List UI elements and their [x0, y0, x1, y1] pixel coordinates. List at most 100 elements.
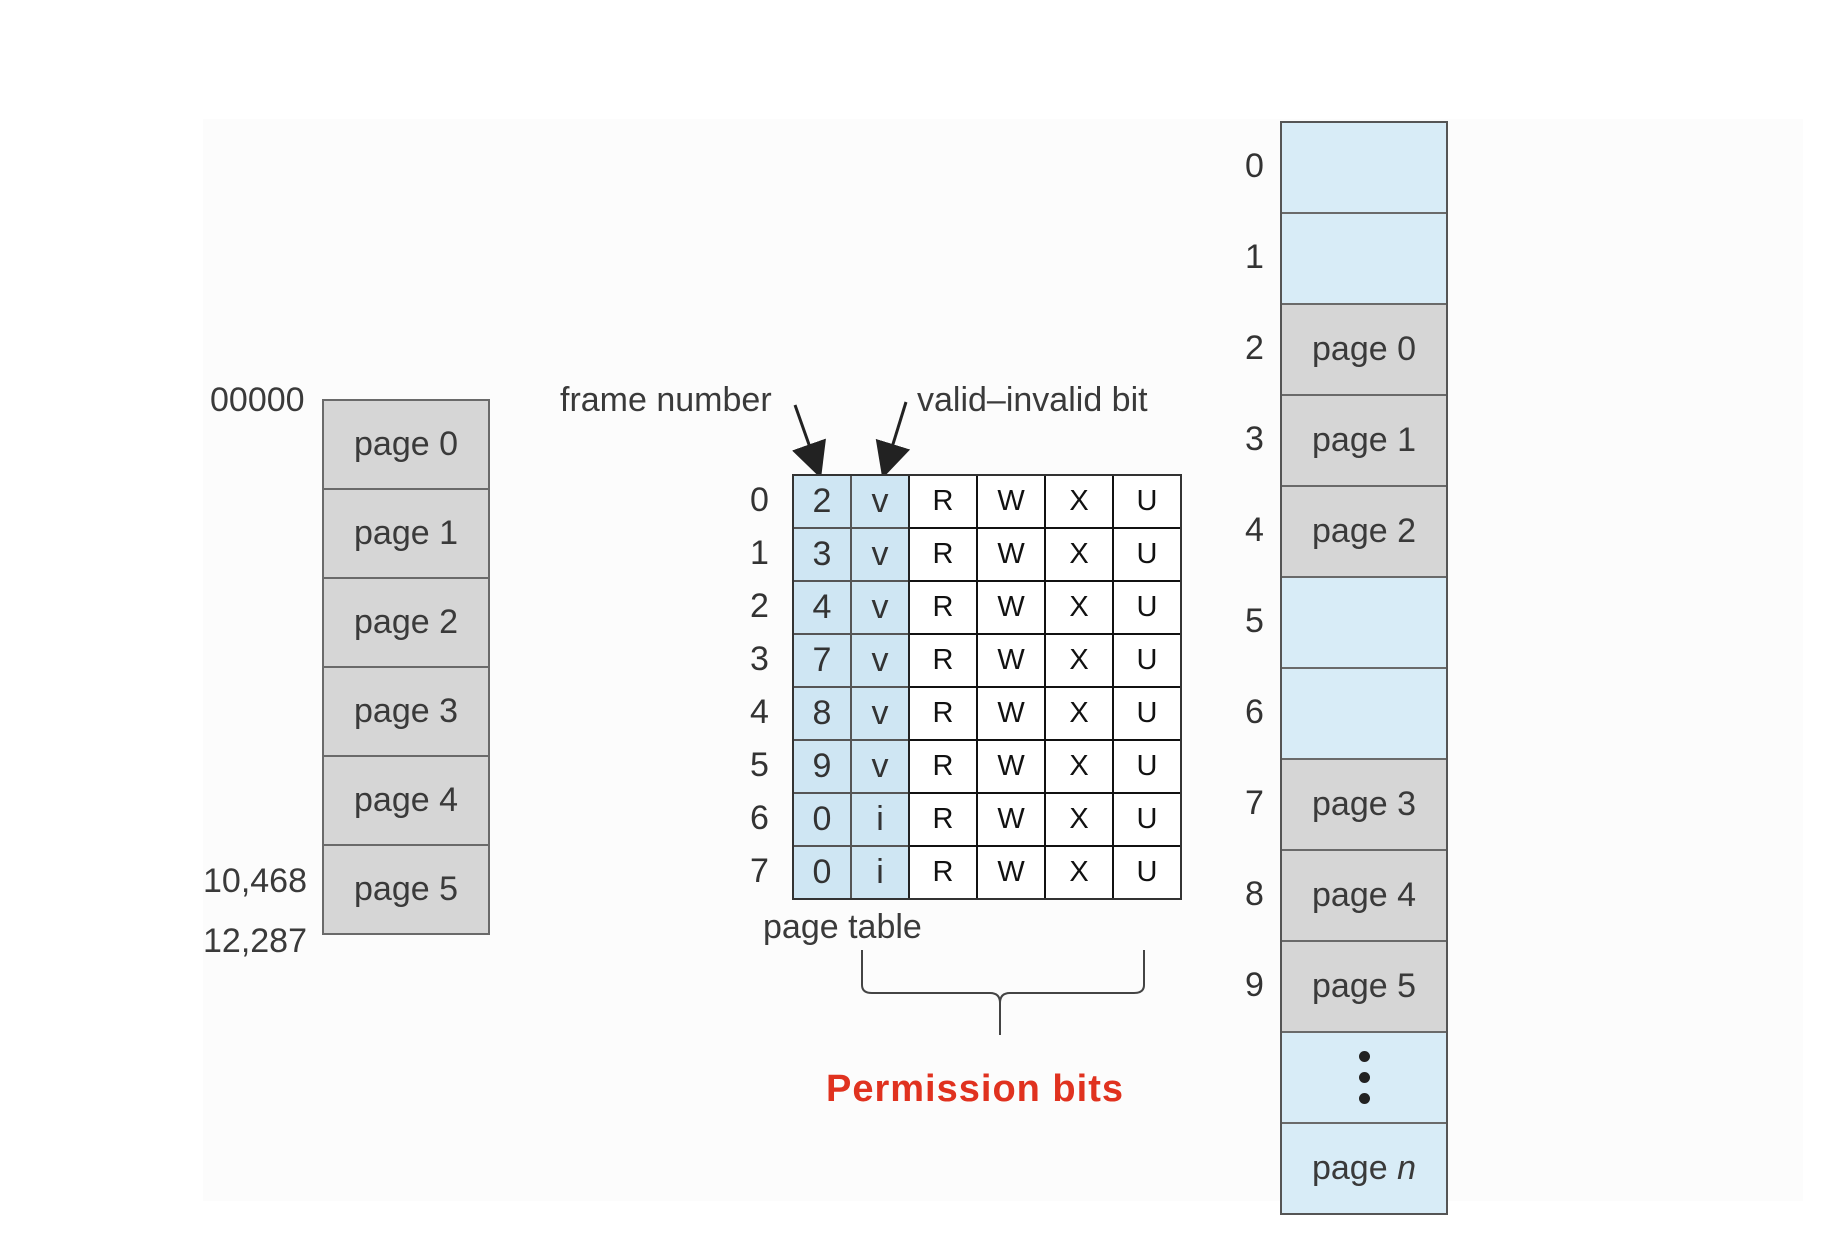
frame-cell: 3	[794, 529, 850, 582]
logical-start-address: 00000	[210, 381, 305, 419]
perm-cell: U	[1114, 794, 1180, 847]
frame-index: 0	[1245, 147, 1264, 185]
logical-page: page 0	[324, 401, 488, 490]
frame-cell: 2	[794, 476, 850, 529]
perm-cell: R	[910, 476, 976, 529]
valid-cell: v	[852, 741, 908, 794]
perm-cell: W	[978, 529, 1044, 582]
perm-cell: W	[978, 741, 1044, 794]
frame-cell: 7	[794, 635, 850, 688]
frame-cell: 9	[794, 741, 850, 794]
perm-cell: R	[910, 529, 976, 582]
perm-cell: X	[1046, 635, 1112, 688]
ellipsis-frame	[1282, 1033, 1446, 1124]
frame-index: 7	[1245, 784, 1264, 822]
page-table-index: 7	[750, 852, 769, 890]
logical-page: page 3	[324, 668, 488, 757]
physical-memory: page 0 page 1 page 2 page 3 page 4 page …	[1280, 121, 1448, 1215]
physical-frame-indices: 0 1 2 3 4 5 6 7 8 9	[1245, 121, 1264, 1031]
permission-column-w: W W W W W W W W	[978, 476, 1046, 898]
frame-index: 4	[1245, 511, 1264, 549]
frame-index: 2	[1245, 329, 1264, 367]
page-table-index: 6	[750, 799, 769, 837]
page-table-indices: 0 1 2 3 4 5 6 7	[750, 474, 769, 898]
physical-frame: page 5	[1282, 942, 1446, 1033]
physical-frame: page 4	[1282, 851, 1446, 942]
perm-cell: U	[1114, 582, 1180, 635]
perm-cell: U	[1114, 741, 1180, 794]
frame-cell: 0	[812, 853, 832, 891]
frame-index: 8	[1245, 875, 1264, 913]
last-frame-prefix: page	[1311, 1149, 1398, 1187]
frame-number-column: 2 3 4 7 8 9 0 0	[794, 476, 852, 898]
valid-cell: v	[852, 688, 908, 741]
logical-page: page 5	[324, 846, 488, 933]
frame-index: 5	[1245, 602, 1264, 640]
logical-page: page 1	[324, 490, 488, 579]
perm-cell: W	[997, 856, 1025, 888]
perm-cell: X	[1046, 794, 1112, 847]
page-table-index: 4	[750, 693, 769, 731]
permission-brace	[861, 950, 1145, 1035]
perm-cell: R	[910, 741, 976, 794]
valid-invalid-label: valid–invalid bit	[917, 381, 1148, 419]
perm-cell: R	[910, 688, 976, 741]
page-table-index: 2	[750, 587, 769, 625]
frame-cell: 8	[794, 688, 850, 741]
perm-cell: X	[1046, 529, 1112, 582]
logical-memory: page 0 page 1 page 2 page 3 page 4 page …	[322, 399, 490, 935]
perm-cell: X	[1046, 582, 1112, 635]
perm-cell: U	[1136, 856, 1158, 888]
valid-bit-arrow	[875, 401, 911, 479]
last-physical-frame: page n	[1282, 1124, 1446, 1213]
logical-page: page 4	[324, 757, 488, 846]
frame-cell: 4	[794, 582, 850, 635]
frame-number-label: frame number	[560, 381, 772, 419]
perm-cell: U	[1114, 688, 1180, 741]
vertical-ellipsis-icon	[1358, 1051, 1370, 1104]
valid-cell: i	[852, 794, 908, 847]
physical-frame	[1282, 123, 1446, 214]
physical-frame: page 0	[1282, 305, 1446, 396]
perm-cell: R	[910, 635, 976, 688]
page-table-index: 5	[750, 746, 769, 784]
page-table-index: 1	[750, 534, 769, 572]
frame-index: 6	[1245, 693, 1264, 731]
perm-cell: U	[1114, 635, 1180, 688]
perm-cell: R	[932, 856, 954, 888]
page-table-index: 3	[750, 640, 769, 678]
permission-column-r: R R R R R R R R	[910, 476, 978, 898]
logical-mid-address: 10,468	[203, 862, 307, 900]
valid-bit-column: v v v v v v i i	[852, 476, 910, 898]
perm-cell: W	[978, 688, 1044, 741]
perm-cell: X	[1046, 688, 1112, 741]
perm-cell: W	[978, 476, 1044, 529]
valid-cell: v	[852, 582, 908, 635]
physical-frame: page 3	[1282, 760, 1446, 851]
perm-cell: X	[1069, 856, 1089, 888]
perm-cell: X	[1046, 741, 1112, 794]
physical-frame	[1282, 214, 1446, 305]
perm-cell: R	[910, 794, 976, 847]
permission-column-x: X X X X X X X X	[1046, 476, 1114, 898]
physical-frame: page 2	[1282, 487, 1446, 578]
perm-cell: X	[1046, 476, 1112, 529]
frame-index: 1	[1245, 238, 1264, 276]
frame-index: 3	[1245, 420, 1264, 458]
last-frame-var: n	[1397, 1149, 1416, 1187]
perm-cell: W	[978, 582, 1044, 635]
logical-end-address: 12,287	[203, 922, 307, 960]
frame-number-arrow	[792, 404, 826, 479]
page-table-label: page table	[763, 908, 922, 946]
valid-cell: i	[876, 853, 884, 891]
permission-column-u: U U U U U U U U	[1114, 476, 1180, 898]
perm-cell: R	[910, 582, 976, 635]
perm-cell: U	[1114, 476, 1180, 529]
frame-index: 9	[1245, 966, 1264, 1004]
perm-cell: W	[978, 635, 1044, 688]
physical-frame: page 1	[1282, 396, 1446, 487]
page-table-index: 0	[750, 481, 769, 519]
valid-cell: v	[852, 476, 908, 529]
page-table: 2 3 4 7 8 9 0 0 v v v v v v i i R R R R …	[792, 474, 1182, 900]
